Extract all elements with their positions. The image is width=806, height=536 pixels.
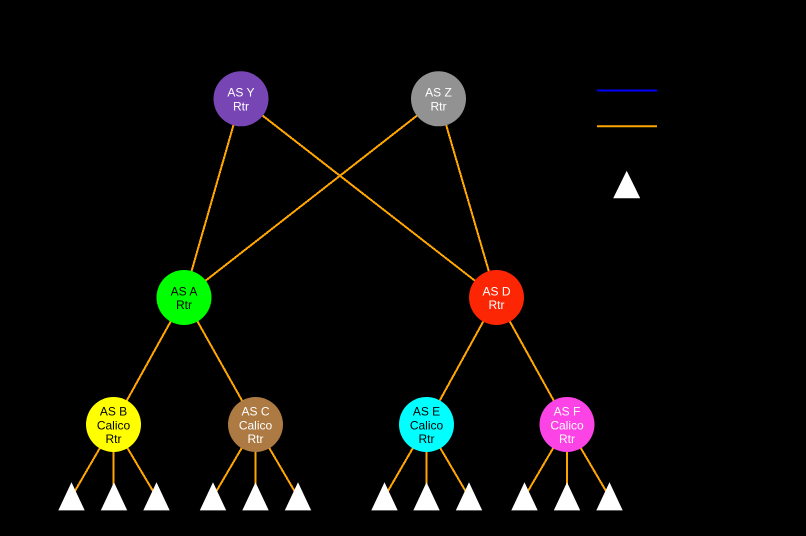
svg-text:Rtr: Rtr bbox=[489, 298, 505, 312]
svg-text:AS C: AS C bbox=[241, 405, 269, 419]
svg-text:AS D: AS D bbox=[482, 284, 510, 298]
svg-text:Calico: Calico bbox=[410, 418, 444, 432]
svg-text:Rtr: Rtr bbox=[431, 99, 447, 113]
svg-text:Rtr: Rtr bbox=[248, 432, 264, 446]
svg-text:AS E: AS E bbox=[413, 405, 440, 419]
svg-text:AS Y: AS Y bbox=[227, 86, 254, 100]
svg-text:AS A: AS A bbox=[171, 284, 198, 298]
svg-text:Rtr: Rtr bbox=[106, 432, 122, 446]
svg-text:AS Z: AS Z bbox=[425, 86, 452, 100]
svg-text:Calico: Calico bbox=[239, 418, 273, 432]
svg-text:Rtr: Rtr bbox=[176, 298, 192, 312]
svg-text:Rtr: Rtr bbox=[233, 99, 249, 113]
svg-text:Rtr: Rtr bbox=[419, 432, 435, 446]
svg-text:AS B: AS B bbox=[100, 405, 127, 419]
svg-text:Calico: Calico bbox=[97, 418, 131, 432]
svg-text:Calico: Calico bbox=[550, 418, 584, 432]
svg-text:AS F: AS F bbox=[554, 405, 581, 419]
svg-text:Rtr: Rtr bbox=[559, 432, 575, 446]
